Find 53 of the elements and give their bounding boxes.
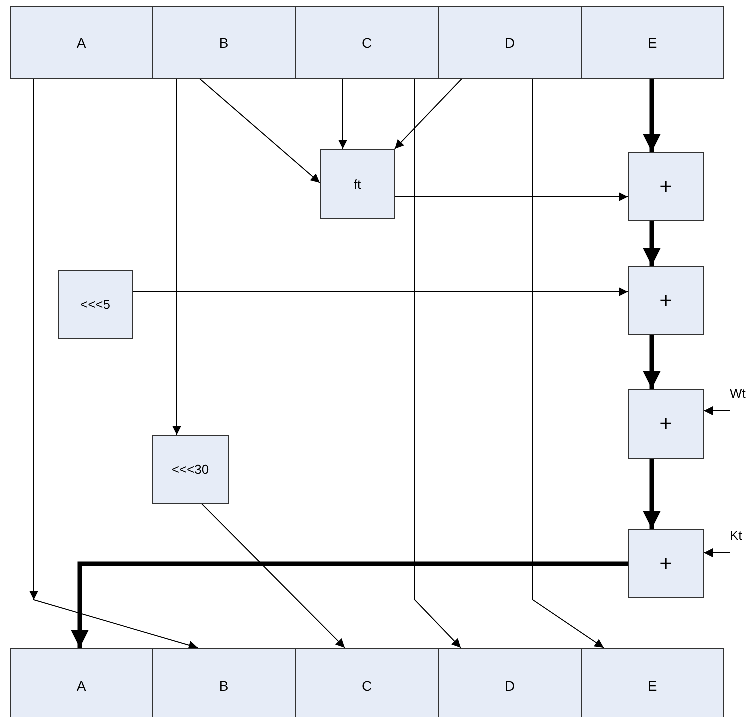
arrow <box>200 78 320 184</box>
node-label: + <box>660 550 672 576</box>
node-label: C <box>362 678 372 694</box>
process-box <box>295 6 439 79</box>
process-box <box>10 648 153 717</box>
node-label: ft <box>354 176 362 192</box>
thick-arrow <box>643 218 661 268</box>
arrow <box>704 548 730 558</box>
process-box <box>628 389 704 459</box>
arrow <box>394 192 628 202</box>
arrow <box>132 288 628 296</box>
arrow <box>202 504 346 648</box>
thick-arrow <box>71 562 630 650</box>
process-box <box>152 6 296 79</box>
arrow <box>30 78 198 648</box>
node-label: E <box>648 678 658 694</box>
process-box <box>628 529 704 598</box>
node-label: + <box>660 288 672 314</box>
node-label: B <box>219 34 229 50</box>
arrow <box>172 78 182 436</box>
node-label: E <box>648 34 658 50</box>
process-box <box>320 149 395 219</box>
arrow <box>338 78 348 150</box>
process-box <box>438 6 582 79</box>
node-label: + <box>660 174 672 200</box>
node-label: A <box>76 678 86 694</box>
thick-arrow <box>643 332 661 392</box>
process-box <box>438 648 582 717</box>
arrow <box>704 406 730 416</box>
thick-arrow <box>643 76 661 154</box>
node-label: B <box>219 678 229 694</box>
input-label: Wt <box>730 386 747 403</box>
process-box <box>152 435 229 504</box>
node-label: C <box>362 34 372 50</box>
thick-arrow <box>643 456 661 532</box>
arrow <box>532 78 604 648</box>
input-label: Kt <box>730 528 744 545</box>
node-label: D <box>504 34 516 50</box>
node-label: + <box>660 411 672 437</box>
node-label: <<<5 <box>80 297 110 312</box>
node-label: <<<30 <box>172 462 210 477</box>
process-box <box>581 6 724 79</box>
process-box <box>581 648 724 717</box>
process-box <box>58 270 133 339</box>
node-label: D <box>504 678 516 694</box>
process-box <box>628 266 704 335</box>
process-box <box>10 6 153 79</box>
node-label: A <box>76 34 86 50</box>
process-box <box>295 648 439 717</box>
process-box <box>152 648 296 717</box>
arrow <box>414 78 462 648</box>
process-box <box>628 152 704 221</box>
arrow <box>394 78 462 150</box>
